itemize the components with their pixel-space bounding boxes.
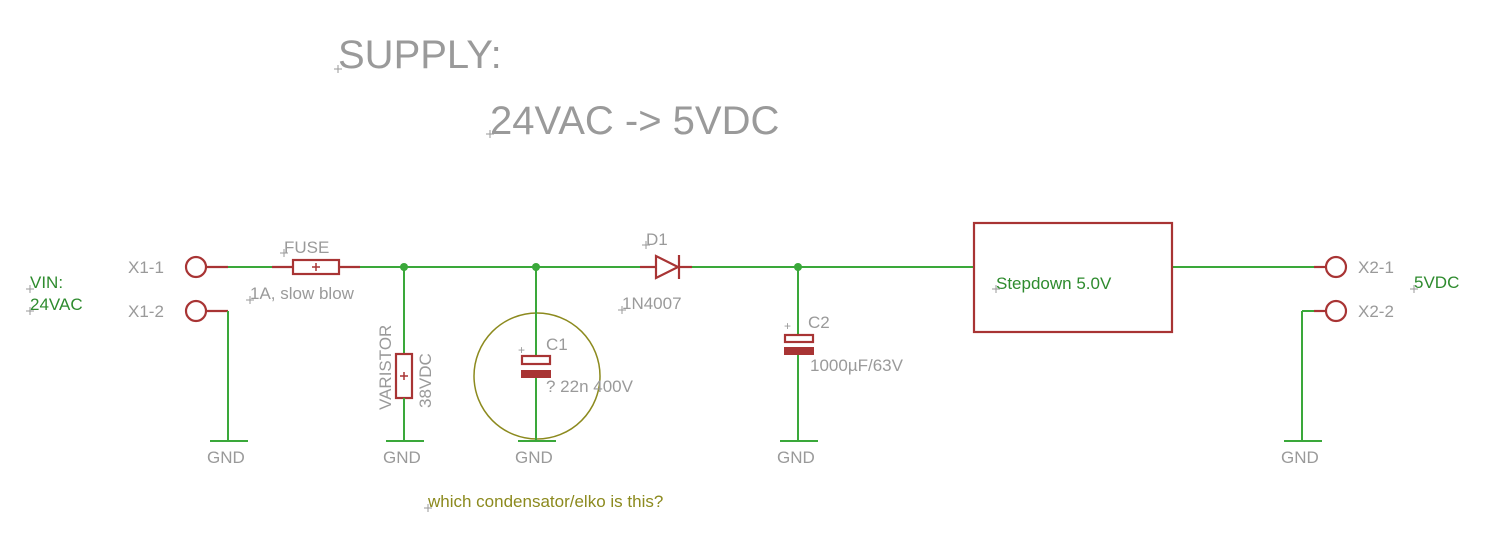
x2-1-terminal[interactable] (1324, 255, 1348, 279)
schematic-title: SUPPLY: (338, 33, 502, 77)
schematic-subtitle: 24VAC -> 5VDC (490, 99, 779, 143)
x1-1-label: X1-1 (128, 258, 164, 277)
stepdown-regulator-box[interactable] (972, 221, 1174, 334)
x1-2-label: X1-2 (128, 302, 164, 321)
vin-label: VIN: (30, 273, 63, 292)
vin-value-label: 24VAC (30, 295, 83, 314)
x2-1-label: X2-1 (1358, 258, 1394, 277)
c2-plus: + (784, 319, 791, 333)
x2-2-label: X2-2 (1358, 302, 1394, 321)
varistor-name: VARISTOR (376, 325, 395, 410)
label-origin-markers (26, 241, 1418, 512)
c2-value: 1000µF/63V (810, 356, 904, 375)
gnd-label: GND (383, 448, 421, 467)
output-label: 5VDC (1414, 273, 1459, 292)
annotation-note: which condensator/elko is this? (427, 492, 663, 511)
fuse-name: FUSE (284, 238, 329, 257)
c2-name: C2 (808, 313, 830, 332)
c1-name: C1 (546, 335, 568, 354)
varistor-value: 38VDC (416, 353, 435, 408)
x2-2-terminal[interactable] (1324, 299, 1348, 323)
varistor-symbol[interactable] (394, 352, 414, 400)
d1-diode-symbol[interactable] (640, 254, 692, 280)
gnd-label: GND (777, 448, 815, 467)
d1-value: 1N4007 (622, 294, 682, 313)
c1-capacitor-symbol[interactable] (520, 354, 552, 378)
stepdown-regulator-label: Stepdown 5.0V (996, 274, 1112, 293)
d1-name: D1 (646, 230, 668, 249)
fuse-symbol[interactable] (272, 258, 360, 276)
x1-2-terminal[interactable] (184, 299, 208, 323)
c2-capacitor-symbol[interactable] (783, 333, 815, 355)
fuse-value: 1A, slow blow (250, 284, 355, 303)
gnd-label: GND (515, 448, 553, 467)
c1-value: ? 22n 400V (546, 377, 634, 396)
gnd-label: GND (1281, 448, 1319, 467)
gnd-label: GND (207, 448, 245, 467)
c1-plus: + (518, 343, 525, 357)
x1-1-terminal[interactable] (184, 255, 208, 279)
origin-markers (334, 65, 494, 138)
